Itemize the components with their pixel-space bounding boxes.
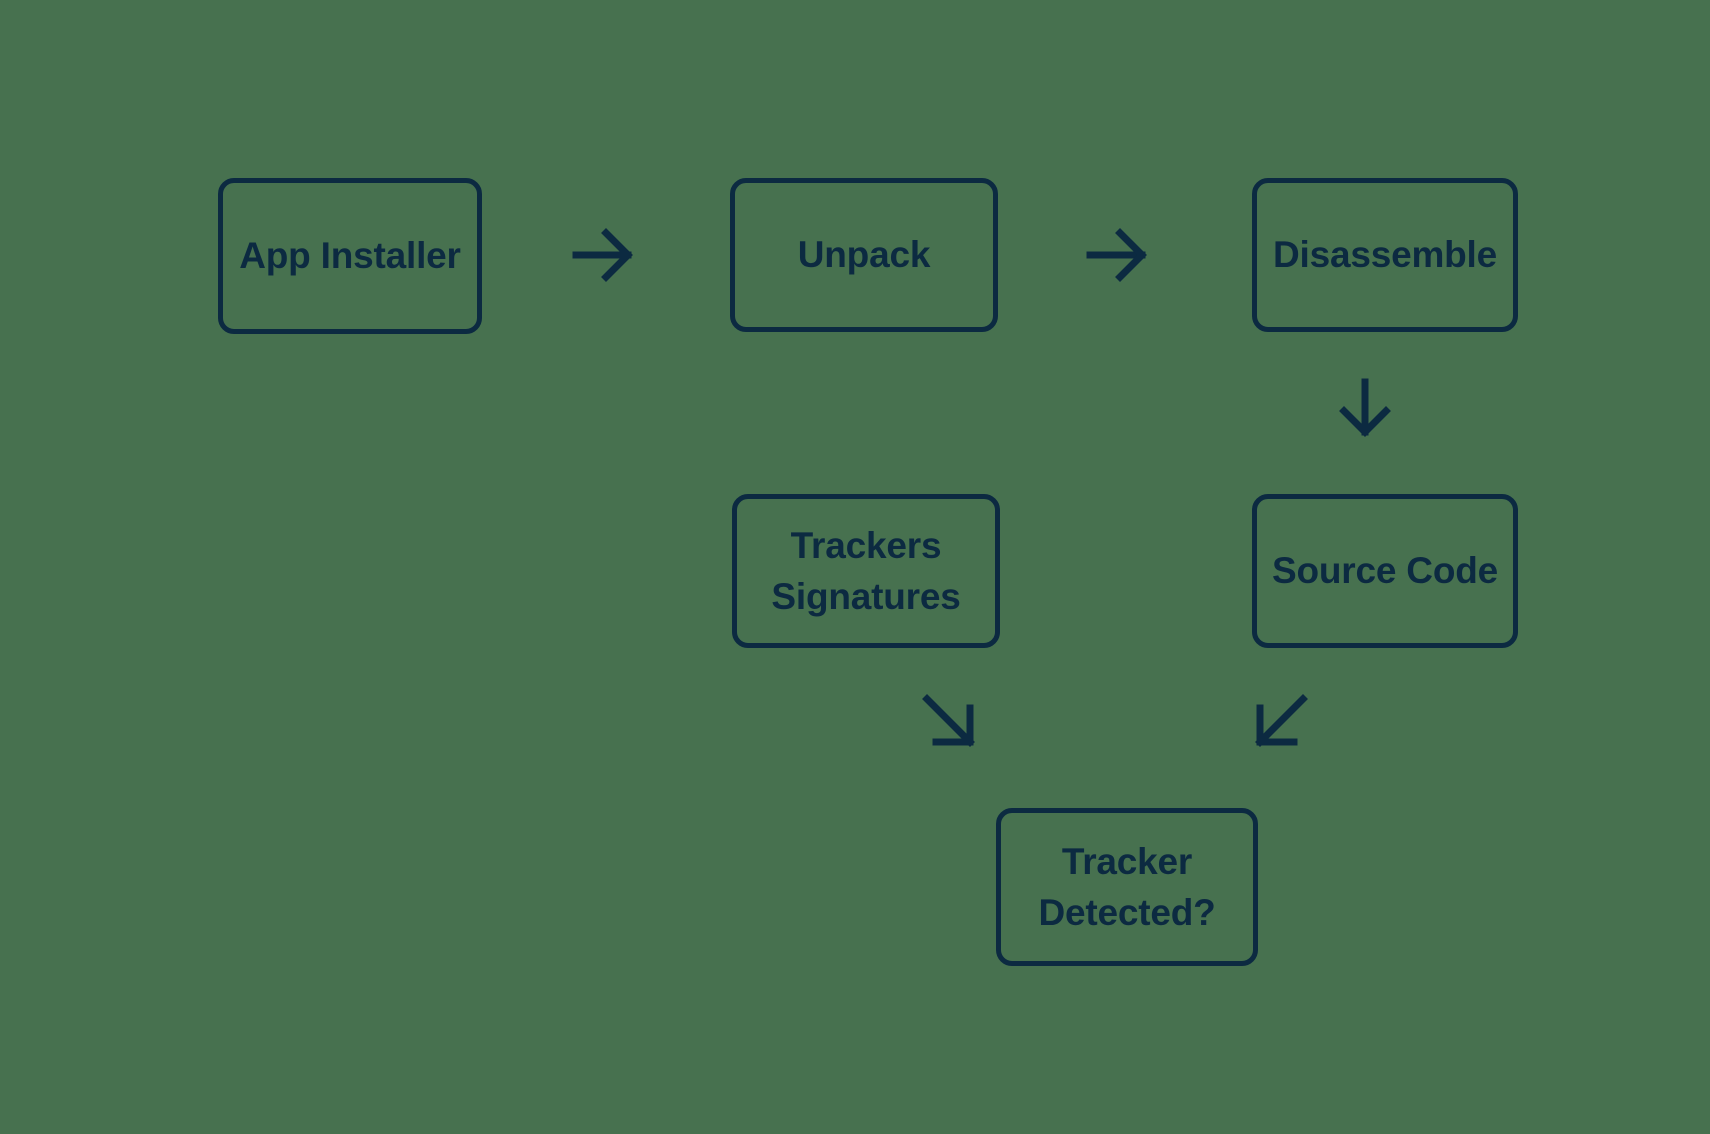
node-label: Source Code — [1271, 550, 1498, 592]
node-label: Unpack — [797, 234, 931, 276]
arrow-right-icon — [570, 222, 636, 288]
arrow-down-left-icon — [1252, 694, 1308, 750]
node-trackers-signatures[interactable]: Trackers Signatures — [732, 494, 1000, 648]
arrow-down-icon — [1334, 378, 1396, 440]
node-source-code[interactable]: Source Code — [1252, 494, 1518, 648]
node-unpack[interactable]: Unpack — [730, 178, 998, 332]
node-disassemble[interactable]: Disassemble — [1252, 178, 1518, 332]
arrow-down-right-icon — [922, 694, 978, 750]
node-label: Disassemble — [1272, 234, 1498, 276]
node-app-installer[interactable]: App Installer — [218, 178, 482, 334]
node-label: App Installer — [239, 235, 461, 277]
arrow-right-icon — [1084, 222, 1150, 288]
node-tracker-detected[interactable]: Tracker Detected? — [996, 808, 1258, 966]
node-label: Trackers Signatures — [771, 524, 961, 617]
node-label: Tracker Detected? — [1038, 840, 1216, 933]
